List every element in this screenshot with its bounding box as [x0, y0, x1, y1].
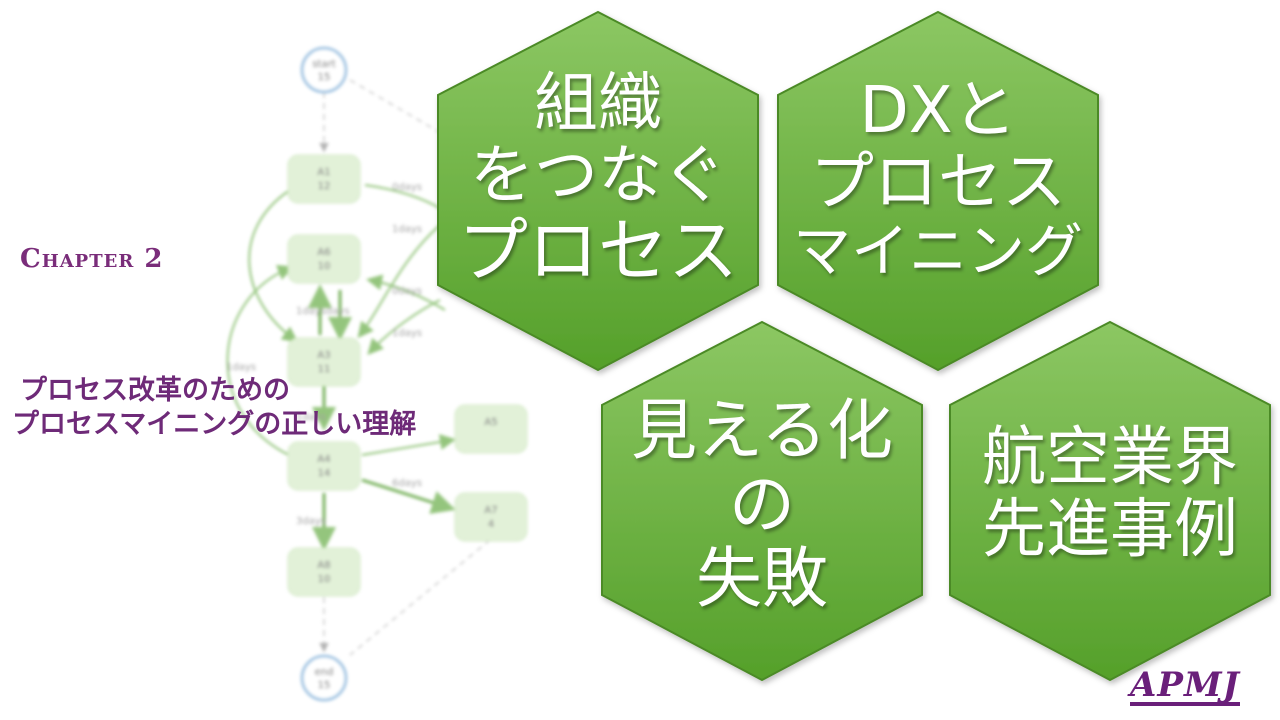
- edge-label: 3days: [296, 516, 326, 527]
- edge-label: 1days: [392, 224, 422, 235]
- hexagon-line: の: [729, 466, 795, 544]
- hexagon-aviation-text: 航空業界 先進事例: [950, 360, 1270, 630]
- edge-right-a3: [357, 224, 441, 339]
- edge-a4-a5: [361, 434, 456, 456]
- hexagon-organization-text: 組織 をつなぐ プロセス: [438, 45, 758, 315]
- hexagon-organization[interactable]: [437, 10, 759, 372]
- node-a5: [454, 404, 528, 454]
- hexagon-line: プロセス: [810, 145, 1066, 220]
- node-end-label: end: [315, 667, 334, 678]
- hexagon-aviation[interactable]: [949, 320, 1271, 682]
- node-start-label: start: [312, 59, 335, 70]
- node-start-count: 15: [318, 72, 331, 83]
- node-a6-count: 10: [318, 261, 331, 272]
- edge-label: 0days: [392, 286, 422, 297]
- node-a6-label: A6: [317, 247, 330, 258]
- node-a3: [287, 337, 361, 387]
- node-a1-label: A1: [317, 167, 330, 178]
- hexagon-visualization[interactable]: [601, 320, 923, 682]
- node-a4: [287, 441, 361, 491]
- hexagon-line: DXと: [859, 73, 1017, 148]
- node-start: [300, 46, 348, 94]
- hexagon-line: 先進事例: [982, 493, 1238, 567]
- hexagon-line: マイニング: [792, 217, 1083, 286]
- hexagon-line: プロセス: [458, 210, 738, 293]
- node-a7-label: A7: [484, 505, 497, 516]
- chapter-subtitle: プロセス改革のための プロセスマイニングの正しい理解: [12, 374, 416, 442]
- edge-label: 1days: [226, 362, 256, 373]
- hexagon-line: 航空業界: [982, 421, 1238, 496]
- edge-a1-a3: [248, 189, 299, 343]
- edge-label: 1days: [392, 328, 422, 339]
- node-a5-label: A5: [484, 417, 497, 428]
- hexagon-line: 組織: [534, 67, 662, 142]
- node-end: [300, 654, 348, 702]
- node-a3-label: A3: [317, 350, 330, 361]
- hexagon-visualization-text: 見える化 の 失敗: [602, 360, 922, 650]
- node-a8-count: 10: [318, 574, 331, 585]
- edge-right-a6: [366, 274, 446, 311]
- chapter-label: Chapter 2: [20, 244, 164, 274]
- node-a7-count: 4: [488, 519, 494, 530]
- node-a4-count: 14: [318, 468, 331, 479]
- node-a1-count: 12: [318, 181, 331, 192]
- hexagon-line: 失敗: [696, 539, 828, 617]
- edge-a7-end: [349, 539, 491, 656]
- node-a6: [287, 234, 361, 284]
- apmj-logo: APMJ: [1130, 665, 1240, 706]
- node-a7: [454, 492, 528, 542]
- node-a1: [287, 154, 361, 204]
- hexagon-dx[interactable]: [777, 10, 1099, 372]
- edge-label: 0days: [392, 182, 422, 193]
- node-end-count: 15: [318, 680, 331, 691]
- hexagon-dx-text: DXと プロセス マイニング: [778, 45, 1098, 315]
- hexagon-line: をつなぐ: [470, 138, 726, 213]
- edge-a4-a7: [361, 478, 456, 514]
- hexagon-line: 見える化: [630, 392, 894, 470]
- edge-label: 1daysdays: [296, 306, 350, 317]
- node-a8-label: A8: [317, 560, 330, 571]
- subtitle-line-2: プロセスマイニングの正しい理解: [12, 408, 417, 440]
- edge-a4-a6: [226, 265, 301, 461]
- node-a8: [287, 547, 361, 597]
- node-a3-count: 11: [318, 364, 331, 375]
- edge-label: 1days: [296, 412, 326, 423]
- node-a4-label: A4: [317, 454, 330, 465]
- edge-label: 6days: [392, 478, 422, 489]
- subtitle-line-1: プロセス改革のための: [20, 375, 290, 406]
